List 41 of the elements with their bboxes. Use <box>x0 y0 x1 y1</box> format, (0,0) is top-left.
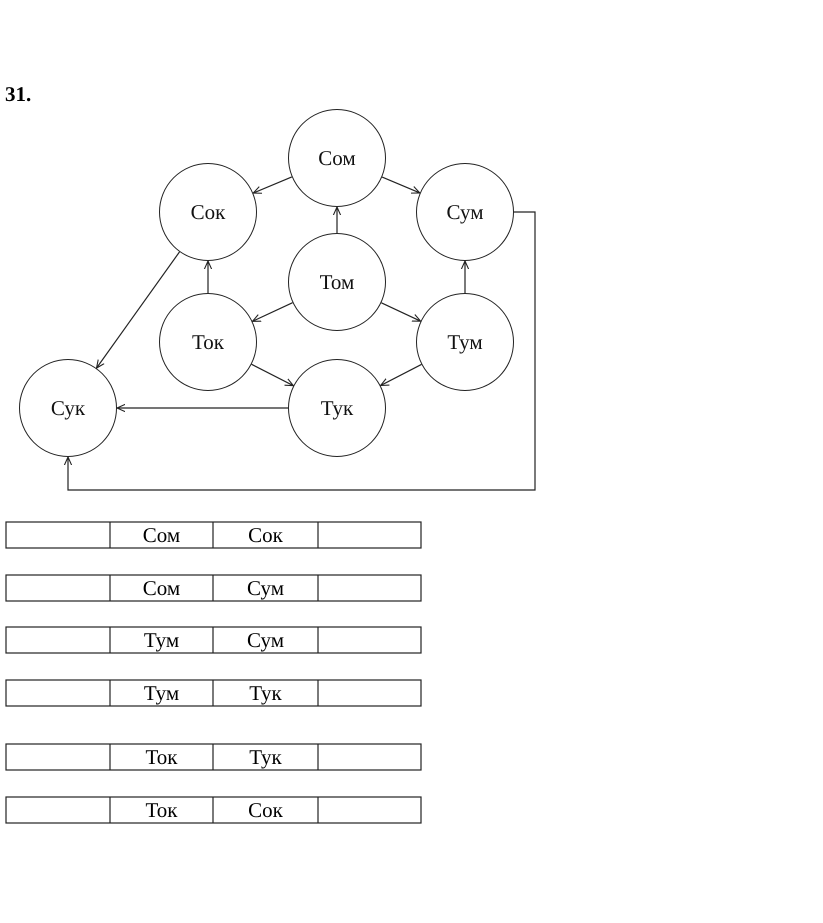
state-circle <box>159 293 257 391</box>
arrow <box>380 364 422 386</box>
task-number: 31. <box>5 82 32 107</box>
arrow <box>382 176 420 194</box>
state-circle <box>288 359 386 457</box>
table-cell-text: Сок <box>247 797 284 823</box>
state-circle <box>159 163 257 261</box>
arrow <box>251 364 294 386</box>
table-cell-text: Ток <box>144 744 178 770</box>
arrow <box>252 176 292 194</box>
state-label: Сум <box>446 200 484 224</box>
arrow <box>64 211 536 491</box>
table-cell-text: Тум <box>142 680 180 706</box>
table-cell-text: Ток <box>144 797 178 823</box>
table-cell-text: Тум <box>142 627 180 653</box>
state-label: Тум <box>447 330 483 354</box>
table-cell-text: Тук <box>248 744 283 770</box>
state-circle <box>288 233 386 331</box>
arrow <box>460 260 470 293</box>
state-label: Сук <box>50 396 86 420</box>
state-circle <box>288 109 386 207</box>
state-label: Сок <box>190 200 226 224</box>
table-cell-text: Сум <box>246 575 285 601</box>
state-label: Сом <box>318 146 356 170</box>
table-cell-text: Сум <box>246 627 285 653</box>
state-label: Ток <box>192 330 224 354</box>
arrow <box>252 302 293 322</box>
state-label: Тук <box>320 396 354 420</box>
table-cell-text: Сом <box>142 522 182 548</box>
arrow <box>381 302 422 322</box>
arrow <box>116 404 288 412</box>
table-cell-text: Сом <box>142 575 182 601</box>
arrow <box>332 206 342 233</box>
state-circle <box>416 293 514 391</box>
state-circle <box>416 163 514 261</box>
state-label: Том <box>320 270 354 294</box>
table-cell-text: Тук <box>248 680 283 706</box>
state-circle <box>19 359 117 457</box>
arrow <box>96 252 180 369</box>
table-cell-text: Сок <box>247 522 284 548</box>
arrow <box>204 260 212 293</box>
